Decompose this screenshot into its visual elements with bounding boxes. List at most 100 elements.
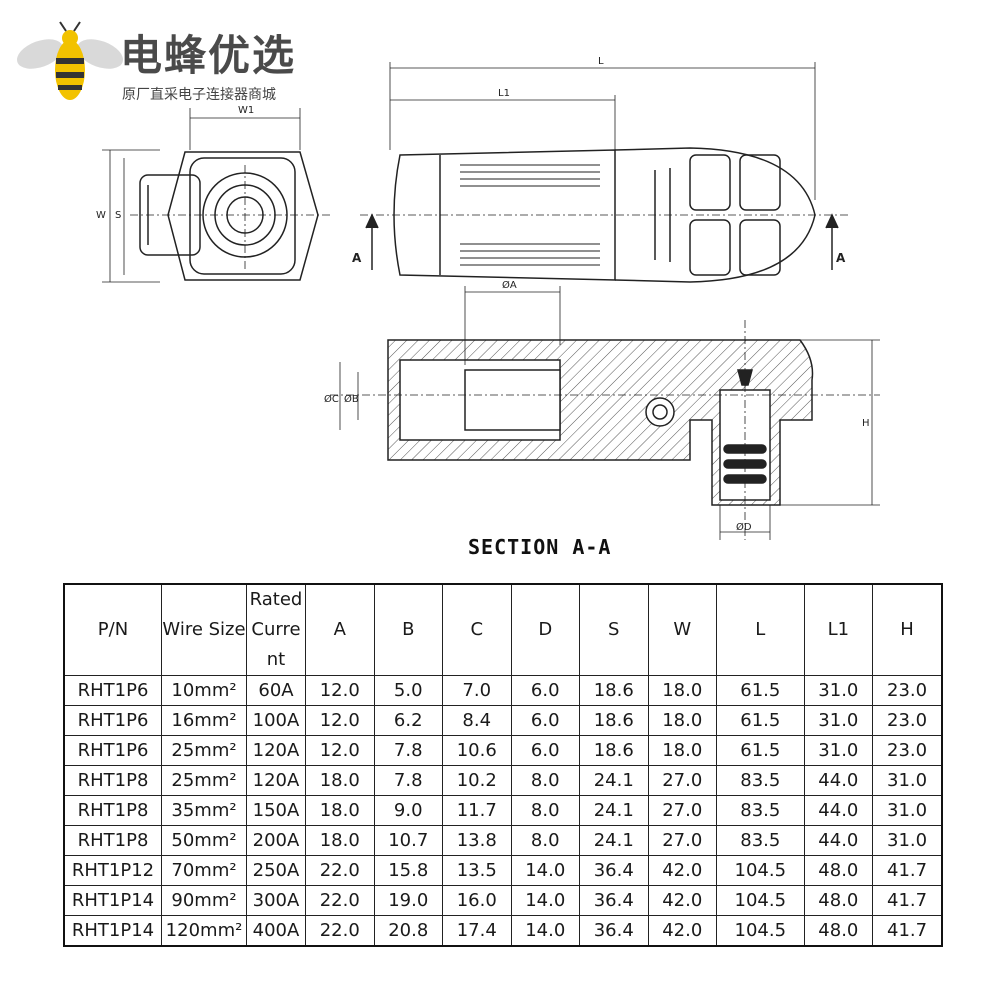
cell-d: 6.0	[510, 705, 580, 736]
header-l: L	[716, 583, 805, 676]
header-pn: P/N	[63, 583, 162, 676]
cell-d: 14.0	[510, 885, 580, 916]
cell-l1: 48.0	[803, 885, 874, 916]
cell-a: 12.0	[305, 735, 375, 766]
cell-l: 104.5	[716, 855, 805, 886]
cell-rated-current: 120A	[246, 765, 306, 796]
bee-logo-icon	[17, 21, 123, 100]
cell-b: 9.0	[373, 795, 443, 826]
cell-a: 22.0	[305, 885, 375, 916]
cell-c: 10.2	[442, 765, 512, 796]
cell-rated-current: 60A	[246, 675, 306, 706]
dim-label-l1: L1	[498, 88, 510, 99]
dim-label-dia-b: ØB	[344, 393, 359, 405]
cell-wire-size: 35mm²	[161, 795, 247, 826]
cell-s: 36.4	[579, 855, 649, 886]
cell-d: 14.0	[510, 915, 580, 947]
cell-d: 6.0	[510, 675, 580, 706]
cell-c: 13.5	[442, 855, 512, 886]
cell-rated-current: 150A	[246, 795, 306, 826]
cell-l: 83.5	[716, 795, 805, 826]
connector-drawing: W1 W S L L1 A A ØA ØC ØB H ØD	[96, 56, 880, 540]
cell-wire-size: 16mm²	[161, 705, 247, 736]
cell-b: 20.8	[373, 915, 443, 947]
cell-d: 8.0	[510, 825, 580, 856]
cell-h: 41.7	[872, 885, 943, 916]
dim-label-dia-c: ØC	[324, 393, 339, 405]
cell-pn: RHT1P8	[63, 765, 162, 796]
cell-a: 18.0	[305, 795, 375, 826]
cell-wire-size: 50mm²	[161, 825, 247, 856]
end-view	[102, 108, 330, 283]
cell-pn: RHT1P12	[63, 855, 162, 886]
cell-b: 19.0	[373, 885, 443, 916]
dim-label-dia-d: ØD	[736, 521, 752, 533]
cell-wire-size: 120mm²	[161, 915, 247, 947]
cell-rated-current: 100A	[246, 705, 306, 736]
cell-c: 10.6	[442, 735, 512, 766]
header-s: S	[579, 583, 649, 676]
section-marker-a-left: A	[352, 251, 362, 265]
cell-d: 8.0	[510, 795, 580, 826]
cell-c: 7.0	[442, 675, 512, 706]
header-wire-size: Wire Size	[161, 583, 247, 676]
cell-w: 27.0	[647, 765, 717, 796]
header-w: W	[647, 583, 717, 676]
cell-a: 22.0	[305, 855, 375, 886]
cell-d: 8.0	[510, 765, 580, 796]
cell-h: 31.0	[872, 795, 943, 826]
header-c: C	[442, 583, 512, 676]
cell-l1: 31.0	[803, 705, 874, 736]
cell-wire-size: 25mm²	[161, 765, 247, 796]
cell-rated-current: 200A	[246, 825, 306, 856]
cell-wire-size: 25mm²	[161, 735, 247, 766]
cell-s: 36.4	[579, 915, 649, 947]
cell-s: 24.1	[579, 765, 649, 796]
cell-c: 8.4	[442, 705, 512, 736]
header-d: D	[510, 583, 580, 676]
cell-rated-current: 120A	[246, 735, 306, 766]
cell-l: 61.5	[716, 705, 805, 736]
cell-b: 10.7	[373, 825, 443, 856]
cell-h: 23.0	[872, 735, 943, 766]
cell-a: 12.0	[305, 675, 375, 706]
cell-l: 104.5	[716, 915, 805, 947]
cell-l1: 44.0	[803, 795, 874, 826]
brand-tagline: 原厂直采电子连接器商城	[122, 87, 276, 103]
cell-l: 61.5	[716, 675, 805, 706]
cell-s: 18.6	[579, 675, 649, 706]
cell-h: 23.0	[872, 705, 943, 736]
cell-l1: 44.0	[803, 825, 874, 856]
cell-rated-current: 400A	[246, 915, 306, 947]
table-header-row: P/N Wire Size Rated Curre nt A B C D S W…	[63, 583, 943, 676]
cell-l1: 48.0	[803, 915, 874, 947]
cell-h: 31.0	[872, 765, 943, 796]
dim-label-s: S	[115, 210, 121, 221]
cell-rated-current: 300A	[246, 885, 306, 916]
cell-l1: 48.0	[803, 855, 874, 886]
cell-d: 14.0	[510, 855, 580, 886]
cell-w: 27.0	[647, 825, 717, 856]
cell-pn: RHT1P14	[63, 885, 162, 916]
cell-w: 42.0	[647, 855, 717, 886]
header-l1: L1	[803, 583, 874, 676]
cell-a: 18.0	[305, 825, 375, 856]
cell-b: 7.8	[373, 735, 443, 766]
cell-a: 22.0	[305, 915, 375, 947]
cell-pn: RHT1P6	[63, 675, 162, 706]
brand-name: 电蜂优选	[120, 31, 297, 80]
cell-s: 18.6	[579, 735, 649, 766]
cell-w: 18.0	[647, 705, 717, 736]
cell-h: 41.7	[872, 915, 943, 947]
cell-s: 18.6	[579, 705, 649, 736]
cell-a: 12.0	[305, 705, 375, 736]
cell-c: 17.4	[442, 915, 512, 947]
cell-s: 36.4	[579, 885, 649, 916]
dim-label-h: H	[862, 418, 870, 429]
